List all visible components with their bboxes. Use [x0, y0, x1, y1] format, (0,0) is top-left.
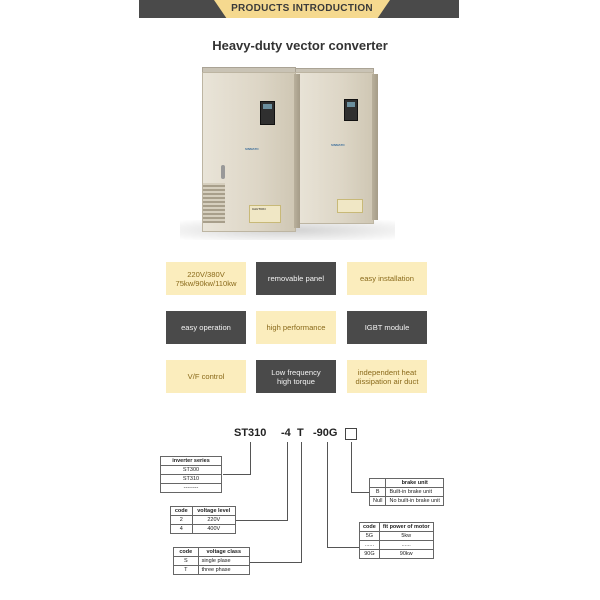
- table-cell: ......: [359, 540, 380, 550]
- feature-tile-voltage: 220V/380V 75kw/90kw/110kw: [166, 262, 246, 295]
- warning-label: CAUTION: [249, 205, 281, 223]
- converter-unit-front: SINMATO CAUTION: [202, 72, 296, 232]
- table-cell: --------: [160, 483, 222, 493]
- table-cell: three phase: [197, 565, 251, 575]
- feature-tile-vf-control: V/F control: [166, 360, 246, 393]
- feature-tile-high-performance: high performance: [256, 311, 336, 344]
- table-cell: ST300: [160, 465, 222, 475]
- table-cell: Built-in brake unit: [385, 487, 444, 497]
- table-header: code: [173, 547, 199, 557]
- model-code-power: -90G: [313, 427, 338, 439]
- table-cell: 400V: [191, 524, 237, 534]
- table-header: inverter series: [160, 456, 222, 466]
- table-cell: 5G: [359, 531, 380, 541]
- feature-tile-removable-panel: removable panel: [256, 262, 336, 295]
- model-code-phase: T: [297, 427, 304, 439]
- product-image: SINMATO SINMATO CAUTION: [180, 62, 395, 247]
- brand-text: SINMATO: [245, 147, 259, 151]
- table-cell: 4: [170, 524, 193, 534]
- keypad-icon: [260, 101, 275, 125]
- table-header: voltage class: [197, 547, 251, 557]
- feature-tile-easy-installation: easy installation: [347, 262, 427, 295]
- table-cell: ST310: [160, 474, 222, 484]
- table-cell: S: [173, 556, 199, 566]
- model-code-voltage: -4: [281, 427, 291, 439]
- converter-unit-back: SINMATO: [294, 72, 374, 224]
- table-header: fit power of motor: [378, 522, 434, 532]
- feature-tile-easy-operation: easy operation: [166, 311, 246, 344]
- table-cell: Null: [368, 496, 387, 506]
- table-cell: 90kw: [378, 549, 434, 559]
- table-header: code: [170, 506, 193, 516]
- feature-tile-low-frequency: Low frequency high torque: [256, 360, 336, 393]
- feature-tile-igbt-module: IGBT module: [347, 311, 427, 344]
- table-cell: 5kw: [378, 531, 434, 541]
- table-cell: T: [173, 565, 199, 575]
- model-code-brake-box: [345, 428, 357, 440]
- keypad-icon: [344, 99, 358, 121]
- page-title: Heavy-duty vector converter: [212, 38, 388, 53]
- table-cell: ......: [378, 540, 434, 550]
- banner-title: PRODUCTS INTRODUCTION: [231, 3, 373, 14]
- table-header: brake unit: [385, 478, 444, 488]
- model-code-series: ST310: [234, 427, 267, 439]
- header-banner-tab: [214, 0, 390, 18]
- table-cell: B: [368, 487, 387, 497]
- inverter-series-table: inverter series ST300 ST310 --------: [160, 456, 222, 493]
- table-cell: 2: [170, 515, 193, 525]
- table-cell: 220V: [191, 515, 237, 525]
- table-cell: single plase: [197, 556, 251, 566]
- table-header: code: [359, 522, 380, 532]
- table-header: voltage level: [191, 506, 237, 516]
- table-cell: 90G: [359, 549, 380, 559]
- table-cell: No built-in brake unit: [385, 496, 444, 506]
- feature-tile-heat-dissipation: independent heat dissipation air duct: [347, 360, 427, 393]
